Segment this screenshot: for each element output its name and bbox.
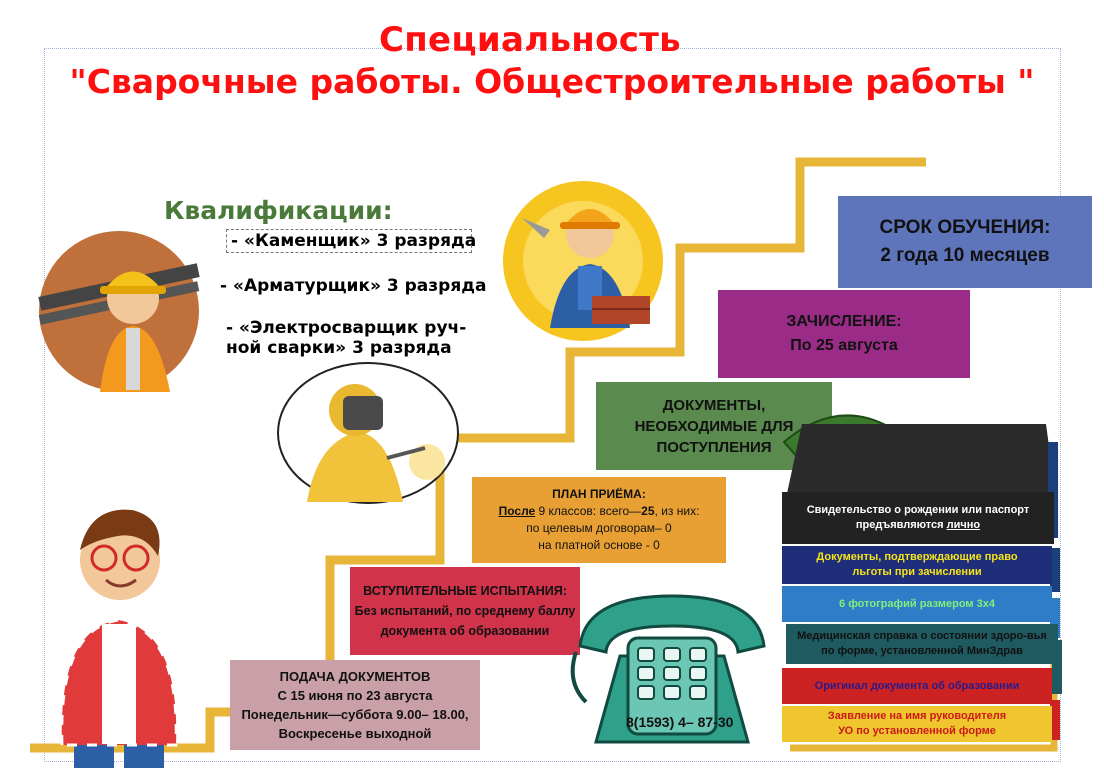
- rebar-worker-illustration: [38, 231, 200, 392]
- admission-plan-line-1: После 9 классов: всего—25, из них:: [499, 503, 700, 520]
- telephone-icon: [570, 594, 766, 744]
- entrance-exams-heading: ВСТУПИТЕЛЬНЫЕ ИСПЫТАНИЯ:: [363, 584, 567, 598]
- welder-illustration: [277, 362, 459, 504]
- book-id-passport-underline: лично: [946, 519, 981, 531]
- required-documents-line-2: НЕОБХОДИМЫЕ ДЛЯ: [634, 417, 794, 435]
- book-id-passport-text: Свидетельство о рождении или паспорт пре…: [806, 504, 1030, 531]
- required-documents-box: ДОКУМЕНТЫ, НЕОБХОДИМЫЕ ДЛЯ ПОСТУПЛЕНИЯ: [596, 382, 832, 470]
- qualification-rebar: - «Арматурщик» 3 разряда: [220, 276, 487, 296]
- page-frame: [44, 48, 1061, 762]
- qualification-welder: - «Электросварщик руч-ной сварки» 3 разр…: [226, 318, 467, 358]
- enrollment-box: ЗАЧИСЛЕНИЕ: По 25 августа: [718, 290, 970, 378]
- admission-plan-after: После: [498, 504, 536, 518]
- phone-number: 8(1593) 4– 87-30: [626, 714, 734, 730]
- study-duration-label: СРОК ОБУЧЕНИЯ:: [879, 217, 1051, 238]
- book-medical-certificate: Медицинская справка о состоянии здоро-вь…: [786, 624, 1058, 664]
- admission-plan-line-3: на платной основе - 0: [538, 538, 660, 552]
- admission-plan-line-2: по целевым договорам– 0: [526, 521, 672, 535]
- book-id-passport: Свидетельство о рождении или паспорт пре…: [782, 492, 1054, 544]
- admission-plan-total: 25: [641, 504, 655, 518]
- required-documents-line-1: ДОКУМЕНТЫ,: [662, 396, 766, 414]
- qualifications-heading: Квалификации:: [164, 196, 393, 225]
- book-benefits-documents: Документы, подтверждающие право льготы п…: [782, 546, 1052, 584]
- document-submission-box: ПОДАЧА ДОКУМЕНТОВ С 15 июня по 23 август…: [230, 660, 480, 750]
- entrance-exams-box: ВСТУПИТЕЛЬНЫЕ ИСПЫТАНИЯ: Без испытаний, …: [350, 567, 580, 655]
- page-title: Специальность: [379, 20, 681, 60]
- book-education-original: Оригинал документа об образовании: [782, 668, 1052, 704]
- book-photos: 6 фотографий размером 3х4: [782, 586, 1052, 622]
- document-submission-line-3: Воскресенье выходной: [278, 726, 432, 741]
- admission-plan-box: ПЛАН ПРИЁМА: После 9 классов: всего—25, …: [472, 477, 726, 563]
- study-duration-value: 2 года 10 месяцев: [880, 245, 1050, 266]
- book-application: Заявление на имя руководителя УО по уста…: [782, 706, 1052, 742]
- entrance-exams-line-1: Без испытаний, по среднему баллу: [354, 604, 576, 618]
- document-submission-line-2: Понедельник—суббота 9.00– 18.00,: [241, 707, 469, 722]
- study-duration-box: СРОК ОБУЧЕНИЯ: 2 года 10 месяцев: [838, 196, 1092, 288]
- admission-plan-grades: 9 классов: всего—: [535, 504, 642, 518]
- admission-plan-of-them: , из них:: [654, 504, 700, 518]
- specialty-title: "Сварочные работы. Общестроительные рабо…: [69, 62, 1035, 101]
- entrance-exams-line-2: документа об образовании: [380, 624, 550, 638]
- student-illustration: [60, 509, 178, 768]
- enrollment-value: По 25 августа: [790, 337, 898, 354]
- qualification-mason: - «Каменщик» 3 разряда: [226, 229, 476, 253]
- document-submission-line-1: С 15 июня по 23 августа: [277, 688, 433, 703]
- document-submission-heading: ПОДАЧА ДОКУМЕНТОВ: [279, 669, 431, 684]
- enrollment-label: ЗАЧИСЛЕНИЕ:: [786, 313, 902, 330]
- mason-worker-illustration: [503, 181, 663, 341]
- admission-plan-heading: ПЛАН ПРИЁМА:: [552, 487, 646, 501]
- book-stack-graphic: [786, 424, 1062, 740]
- required-documents-line-3: ПОСТУПЛЕНИЯ: [656, 438, 772, 456]
